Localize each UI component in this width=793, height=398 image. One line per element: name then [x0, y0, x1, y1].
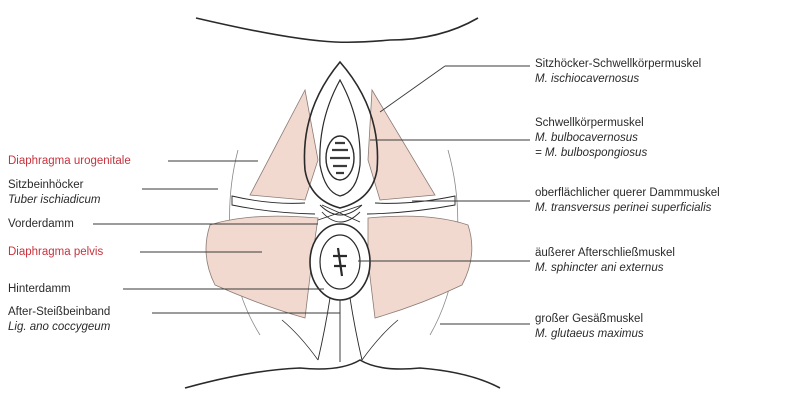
label-name: Vorderdamm	[8, 217, 74, 232]
label-diaphragma-pelvis: Diaphragma pelvis	[8, 245, 103, 260]
label-diaphragma-urogenitale: Diaphragma urogenitale	[8, 154, 131, 169]
label-latin: M. ischiocavernosus	[535, 72, 701, 87]
central-structures	[232, 62, 455, 362]
label-name: Sitzbeinhöcker	[8, 178, 100, 193]
vulva-outline	[304, 62, 377, 208]
label-sphincter-ani: äußerer Afterschließmuskel M. sphincter …	[535, 246, 675, 276]
label-latin: M. sphincter ani externus	[535, 261, 675, 276]
label-vorderdamm: Vorderdamm	[8, 217, 74, 232]
label-name: oberflächlicher querer Dammmuskel	[535, 186, 720, 201]
label-bulbocavernosus: Schwellkörpermuskel M. bulbocavernosus =…	[535, 116, 647, 161]
urogenital-diaphragm-left	[250, 90, 318, 200]
label-name: Diaphragma pelvis	[8, 245, 103, 260]
label-name: Sitzhöcker-Schwellkörpermuskel	[535, 57, 701, 72]
label-latin: M. transversus perinei superficialis	[535, 201, 720, 216]
label-latin: M. bulbocavernosus	[535, 131, 647, 146]
label-latin: Tuber ischiadicum	[8, 193, 100, 208]
leader-lines	[93, 66, 530, 324]
label-name: Diaphragma urogenitale	[8, 154, 131, 169]
pelvic-diaphragm-left	[206, 216, 318, 318]
label-sitzbeinhoecker: Sitzbeinhöcker Tuber ischiadicum	[8, 178, 100, 208]
label-after-steissbeinband: After-Steißbeinband Lig. ano coccygeum	[8, 305, 110, 335]
label-name: Schwellkörpermuskel	[535, 116, 647, 131]
label-latin: Lig. ano coccygeum	[8, 320, 110, 335]
label-name: äußerer Afterschließmuskel	[535, 246, 675, 261]
label-ischiocavernosus: Sitzhöcker-Schwellkörpermuskel M. ischio…	[535, 57, 701, 87]
pelvic-diaphragm-right	[368, 216, 472, 318]
label-name: Hinterdamm	[8, 282, 71, 297]
anococcygeal-ligament	[318, 298, 362, 362]
label-name: großer Gesäßmuskel	[535, 312, 644, 327]
label-latin-synonym: = M. bulbospongiosus	[535, 146, 647, 161]
label-glutaeus-maximus: großer Gesäßmuskel M. glutaeus maximus	[535, 312, 644, 342]
urogenital-diaphragm-right	[368, 90, 435, 200]
label-hinterdamm: Hinterdamm	[8, 282, 71, 297]
label-latin: M. glutaeus maximus	[535, 327, 644, 342]
label-transversus-perinei: oberflächlicher querer Dammmuskel M. tra…	[535, 186, 720, 216]
label-name: After-Steißbeinband	[8, 305, 110, 320]
